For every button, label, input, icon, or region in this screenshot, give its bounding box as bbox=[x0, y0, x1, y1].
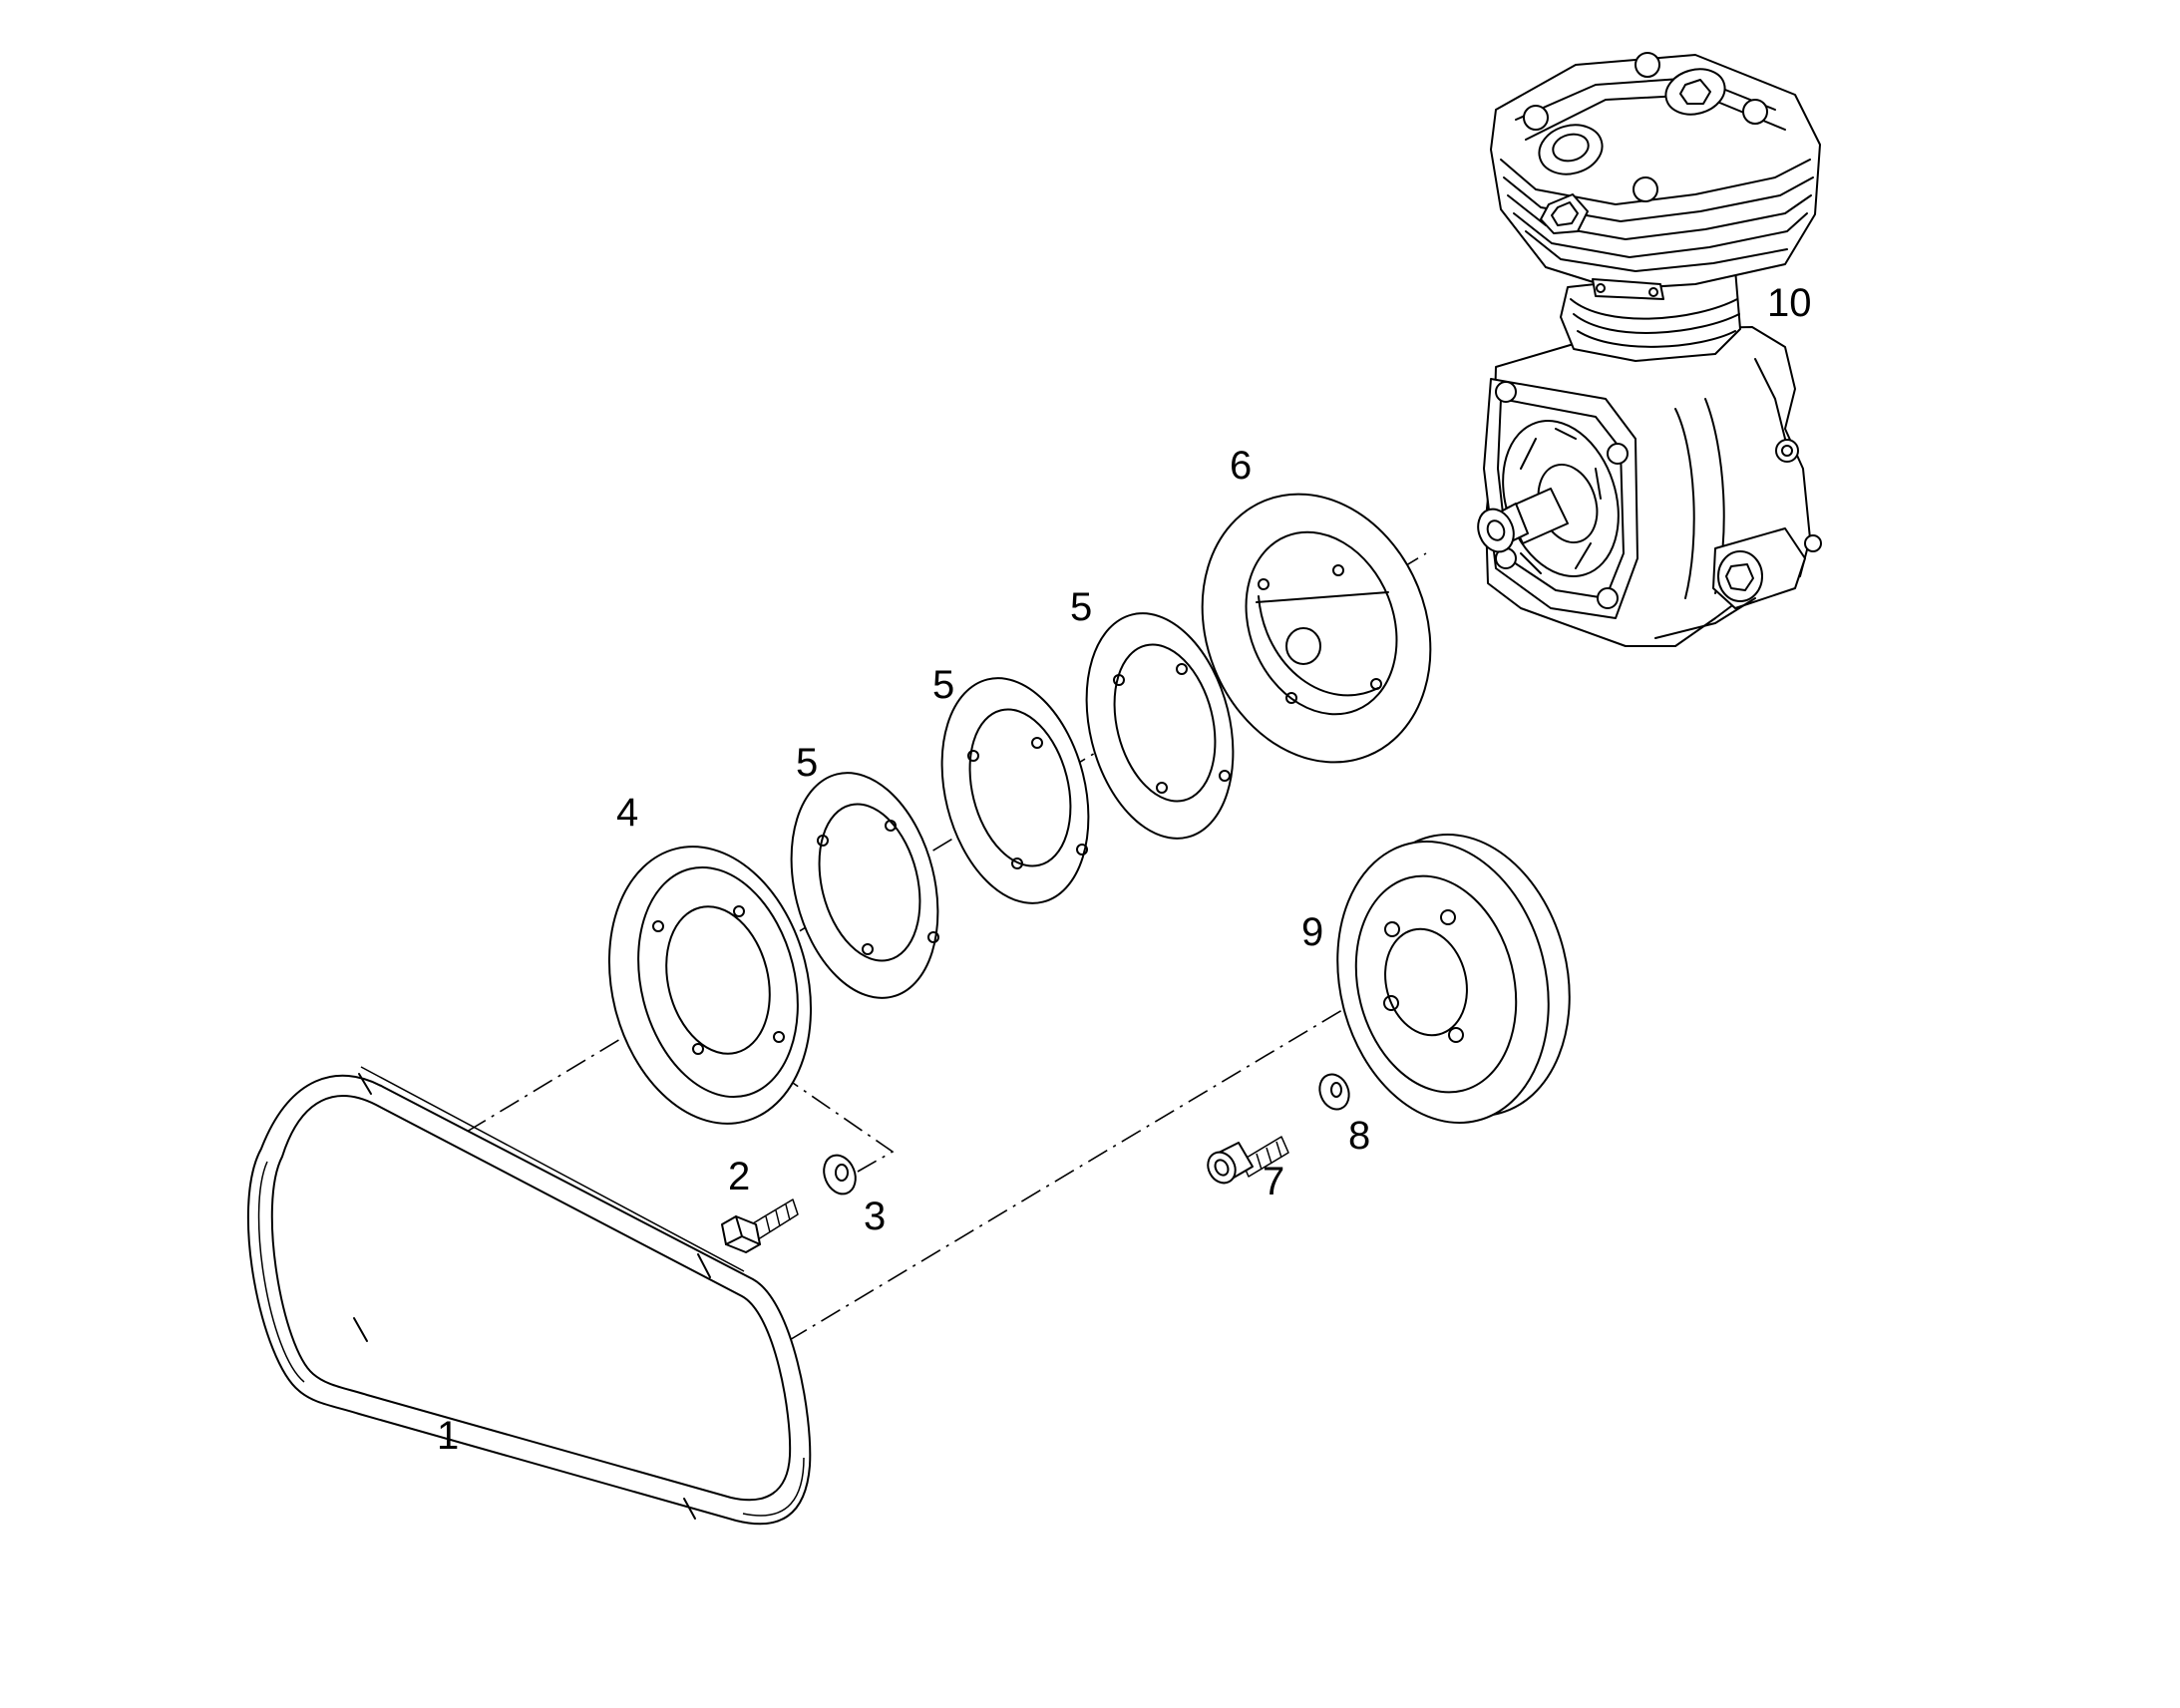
coupling-disc bbox=[1201, 493, 1432, 764]
label-part-7: 7 bbox=[1263, 1160, 1284, 1203]
shim-2 bbox=[940, 677, 1090, 904]
shim-3 bbox=[1085, 612, 1235, 840]
label-part-3: 3 bbox=[864, 1195, 886, 1238]
adapter-flange bbox=[607, 846, 813, 1125]
label-part-6: 6 bbox=[1230, 444, 1252, 488]
drive-belt bbox=[246, 1066, 812, 1526]
label-part-1: 1 bbox=[437, 1414, 459, 1458]
washer-3 bbox=[823, 1154, 857, 1196]
label-part-5a: 5 bbox=[796, 741, 818, 785]
label-part-10: 10 bbox=[1767, 281, 1812, 325]
label-part-2: 2 bbox=[728, 1155, 750, 1198]
air-compressor bbox=[1477, 52, 1822, 647]
hex-bolt bbox=[721, 1198, 799, 1253]
socket-cap-screw bbox=[1207, 1136, 1289, 1185]
pulley bbox=[1336, 834, 1571, 1124]
label-part-5b: 5 bbox=[932, 663, 954, 707]
label-part-4: 4 bbox=[616, 791, 638, 835]
part-labels: 1 2 3 4 5 5 5 6 7 8 9 10 bbox=[437, 281, 1812, 1458]
washer-8 bbox=[1318, 1073, 1350, 1111]
label-part-8: 8 bbox=[1348, 1114, 1370, 1158]
label-part-9: 9 bbox=[1301, 910, 1323, 954]
label-part-5c: 5 bbox=[1070, 585, 1092, 629]
shim-1 bbox=[790, 772, 939, 999]
